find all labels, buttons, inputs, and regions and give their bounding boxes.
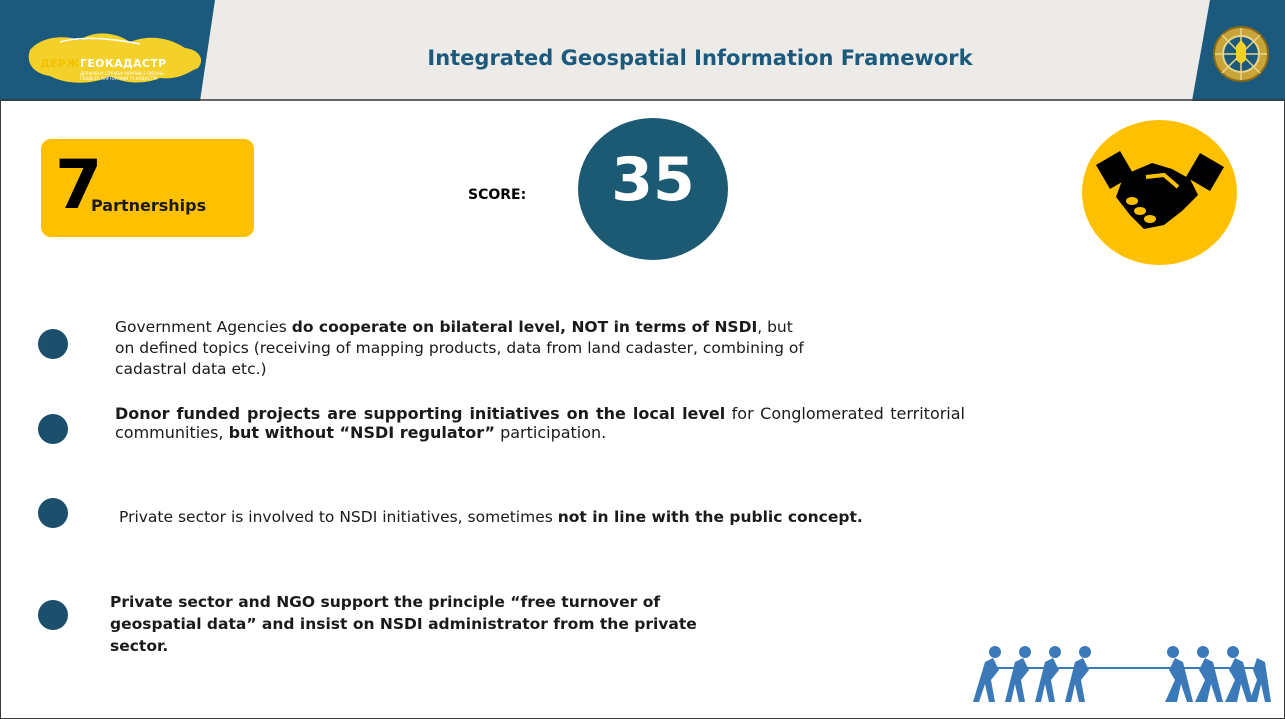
bullet-marker xyxy=(38,329,68,359)
bullet-text-3: Private sector is involved to NSDI initi… xyxy=(119,508,863,526)
bullet-marker xyxy=(38,600,68,630)
bullet-marker xyxy=(38,414,68,444)
bullet-text-2: Donor funded projects are supporting ini… xyxy=(115,404,966,442)
logo-subtitle: ДЕРЖАВНА СЛУЖБА УКРАЇНИ З ПИТАНЬ ГЕОДЕЗІ… xyxy=(80,71,164,81)
score-circle xyxy=(578,118,728,260)
score-value: 35 xyxy=(611,145,695,215)
header-band: ДЕРЖГЕОКАДАСТР ДЕРЖАВНА СЛУЖБА УКРАЇНИ З… xyxy=(0,0,1285,101)
principle-badge xyxy=(41,139,254,237)
bullet-text-1: Government Agencies do cooperate on bila… xyxy=(115,318,804,378)
principle-number: 7 xyxy=(55,146,103,225)
bullet-text-4: Private sector and NGO support the princ… xyxy=(110,593,697,655)
ukraine-map-logo xyxy=(28,33,202,83)
logo-wordmark: ДЕРЖГЕОКАДАСТР xyxy=(40,57,167,70)
tug-of-war-icon xyxy=(973,646,1271,702)
page-title: Integrated Geospatial Information Framew… xyxy=(427,46,973,70)
score-label: SCORE: xyxy=(468,187,527,203)
handshake-icon xyxy=(1096,151,1224,229)
emblem-icon xyxy=(1213,26,1269,82)
principle-label: Partnerships xyxy=(91,196,207,215)
bullet-marker xyxy=(38,498,68,528)
